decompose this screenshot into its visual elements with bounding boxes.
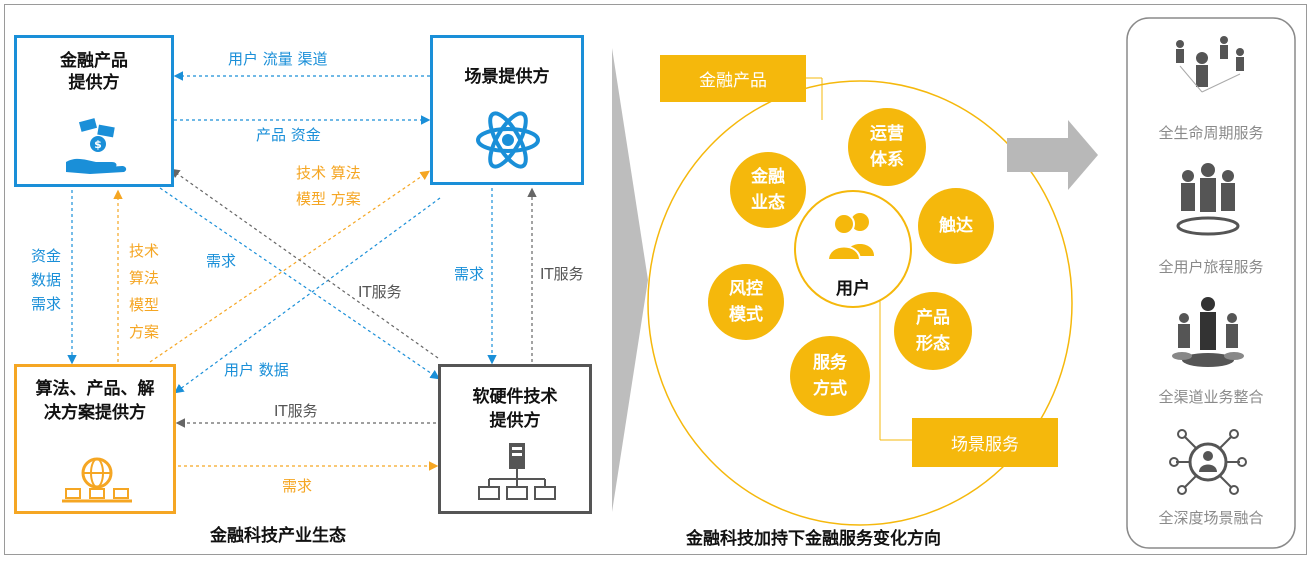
label-demand-horizontal: 需求: [282, 477, 313, 495]
lifecycle-people-icon: [1176, 36, 1244, 93]
globe-laptops-icon: [62, 457, 132, 503]
atom-icon: [476, 111, 540, 169]
label-capital-data-demand: 资金 数据 需求: [30, 247, 61, 313]
outer-ring: [647, 80, 1073, 526]
left-diagram-caption: 金融科技产业生态: [210, 526, 346, 546]
label-tech-algo-model-vertical: 技术 算法 模型 方案: [128, 242, 159, 341]
svg-text:$: $: [94, 138, 102, 151]
outer-frame: [4, 4, 1307, 555]
services-panel: [1126, 17, 1296, 549]
label-product-capital: 产品 资金: [256, 126, 321, 144]
separator-chevron: [612, 48, 648, 512]
label-demand-diagonal: 需求: [206, 252, 237, 270]
label-it-service-horizontal: IT服务: [274, 402, 318, 420]
label-user-data: 用户 数据: [224, 361, 289, 379]
label-it-service-diagonal: IT服务: [358, 283, 402, 301]
service-channel-integration: 全渠道业务整合: [1158, 388, 1264, 406]
circle-operations-system: 运营 体系: [848, 108, 926, 186]
circle-service-mode: 服务 方式: [790, 336, 870, 416]
scene-provider-label: 场景提供方: [464, 67, 550, 87]
money-hand-icon: $: [66, 118, 127, 174]
software-hardware-provider-box: 软硬件技术 提供方: [438, 364, 592, 514]
user-journey-people-icon: [1176, 163, 1240, 236]
server-network-icon: [478, 443, 556, 500]
center-user-label: 用户: [836, 279, 870, 299]
right-diagram-caption: 金融科技加持下金融服务变化方向: [686, 529, 941, 549]
circle-financial-format: 金融 业态: [730, 152, 806, 228]
channel-integration-people-icon: [1172, 297, 1244, 367]
label-tech-algo-model: 技术 算法 模型 方案: [296, 164, 361, 208]
algorithm-solution-provider-box: 算法、产品、解 决方案提供方: [14, 364, 176, 514]
right-arrow: [1007, 120, 1098, 190]
scene-fusion-network-icon: [1169, 429, 1247, 495]
label-user-flow-channel: 用户 流量 渠道: [228, 50, 328, 68]
algorithm-solution-provider-label: 算法、产品、解 决方案提供方: [35, 379, 155, 423]
software-hardware-provider-label: 软硬件技术 提供方: [472, 387, 558, 431]
label-demand-vertical: 需求: [454, 265, 485, 283]
center-user-circle: 用户: [794, 190, 912, 308]
finance-product-provider-box: 金融产品 提供方 $: [14, 35, 174, 187]
finance-product-provider-label: 金融产品 提供方: [60, 51, 128, 93]
circle-reach: 触达: [918, 188, 994, 264]
service-scene-fusion: 全深度场景融合: [1158, 509, 1264, 527]
users-icon: [826, 213, 874, 260]
tag-scene-services: 场景服务: [912, 418, 1058, 467]
label-it-service-vertical: IT服务: [540, 265, 584, 283]
circle-risk-control: 风控 模式: [708, 264, 784, 340]
scene-provider-box: 场景提供方: [430, 35, 584, 185]
service-lifecycle: 全生命周期服务: [1158, 124, 1264, 142]
circle-product-form: 产品 形态: [894, 292, 972, 370]
tag-financial-products: 金融产品: [660, 55, 806, 102]
service-user-journey: 全用户旅程服务: [1158, 258, 1264, 276]
